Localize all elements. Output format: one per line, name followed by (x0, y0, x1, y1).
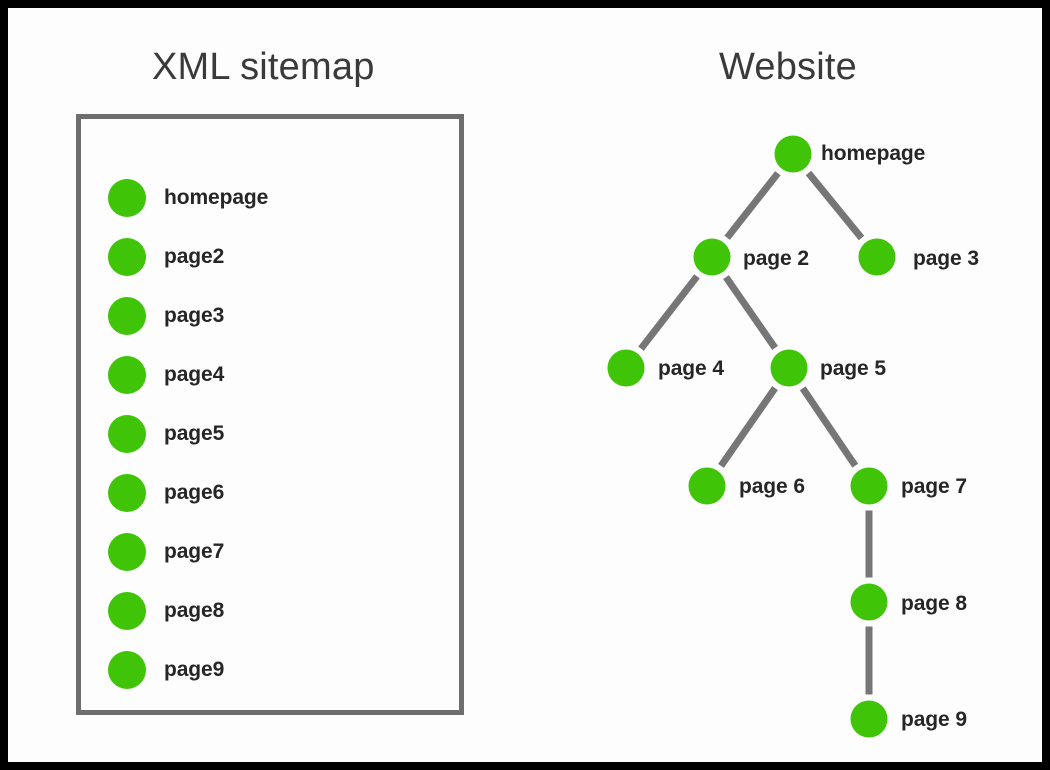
tree-node-page2[interactable] (693, 238, 731, 276)
tree-node-label-homepage: homepage (821, 142, 926, 165)
sitemap-list-item[interactable]: page2 (108, 227, 428, 286)
page-dot-icon (108, 355, 146, 394)
sitemap-list-item-label: page6 (164, 480, 225, 504)
tree-node-page3[interactable] (858, 238, 896, 276)
tree-node-label-page9: page 9 (901, 708, 967, 731)
tree-node-label-page5: page 5 (820, 357, 886, 380)
sitemap-list-item[interactable]: page8 (108, 581, 428, 640)
page-dot-icon (108, 178, 146, 217)
tree-node-page7[interactable] (850, 467, 888, 505)
xml-sitemap-title: XML sitemap (152, 46, 375, 88)
tree-connector-page5-to-page6 (718, 386, 778, 468)
tree-node-page5[interactable] (770, 349, 808, 387)
tree-node-label-page4: page 4 (658, 357, 724, 380)
sitemap-list-item-label: page9 (164, 657, 225, 681)
page-dot-icon (108, 473, 146, 512)
sitemap-list-item[interactable]: page7 (108, 522, 428, 581)
tree-connector-homepage-to-page3 (805, 170, 865, 241)
website-tree-connectors (638, 170, 873, 695)
sitemap-list-item-label: homepage (164, 185, 269, 209)
tree-node-label-page3: page 3 (913, 247, 979, 270)
diagram-canvas: XML sitemap homepage page2 page3 page4 page5… (8, 8, 1042, 762)
sitemap-list-item[interactable]: page3 (108, 286, 428, 345)
sitemap-list-item-label: page8 (164, 598, 225, 622)
sitemap-list-item[interactable]: page6 (108, 463, 428, 522)
page-dot-icon (108, 650, 146, 689)
tree-node-homepage[interactable] (774, 135, 812, 173)
sitemap-list-item-label: page2 (164, 244, 225, 268)
page-dot-icon (108, 532, 146, 571)
page-dot-icon (108, 296, 146, 335)
tree-connector-page2-to-page5 (723, 275, 778, 350)
tree-connector-homepage-to-page2 (724, 171, 781, 240)
sitemap-list-item-label: page5 (164, 421, 225, 445)
tree-node-page6[interactable] (688, 467, 726, 505)
tree-connector-page2-to-page4 (638, 274, 700, 351)
sitemap-list-item[interactable]: page9 (108, 640, 428, 699)
sitemap-list-item[interactable]: page5 (108, 404, 428, 463)
sitemap-list-item-label: page4 (164, 362, 225, 386)
sitemap-list-item[interactable]: homepage (108, 168, 428, 227)
tree-node-label-page6: page 6 (739, 475, 805, 498)
website-tree: homepage page 2 page 3 page 4 page 5 page 6 pa… (8, 8, 1042, 762)
tree-node-label-page2: page 2 (743, 247, 809, 270)
sitemap-list-item-label: page7 (164, 539, 225, 563)
tree-node-page8[interactable] (850, 583, 888, 621)
tree-node-page9[interactable] (850, 700, 888, 738)
tree-node-page4[interactable] (607, 349, 645, 387)
page-dot-icon (108, 414, 146, 453)
tree-node-label-page7: page 7 (901, 475, 967, 498)
sitemap-list-item-label: page3 (164, 303, 225, 327)
tree-connector-page5-to-page7 (799, 386, 859, 468)
page-dot-icon (108, 237, 146, 276)
page-dot-icon (108, 591, 146, 630)
sitemap-list-item[interactable]: page4 (108, 345, 428, 404)
xml-sitemap-list: homepage page2 page3 page4 page5 page6 page7 pa… (108, 168, 428, 699)
website-title: Website (719, 46, 857, 88)
tree-node-label-page8: page 8 (901, 592, 967, 615)
